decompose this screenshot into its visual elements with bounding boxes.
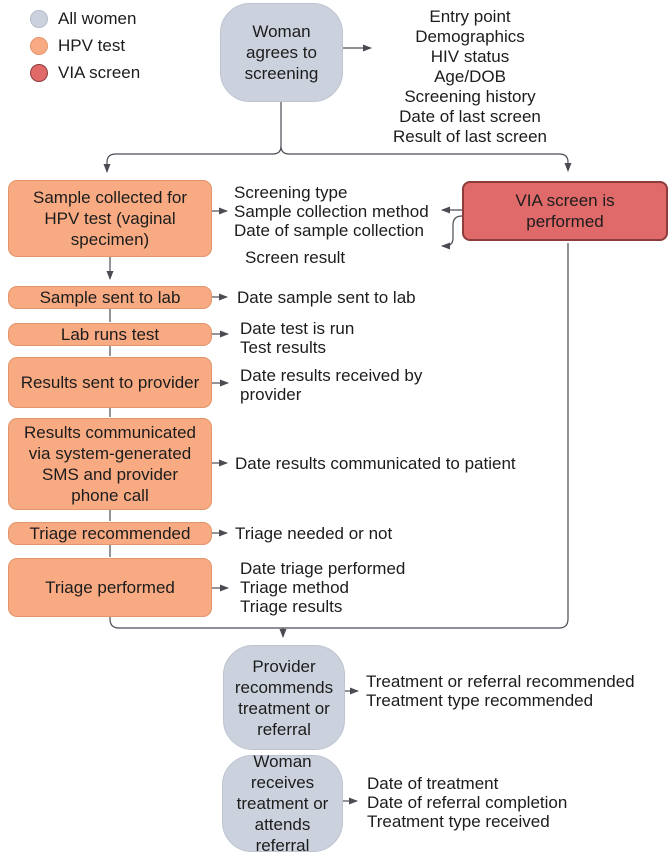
- node-results-communicated: Results communicated via system-generate…: [8, 418, 212, 510]
- connector-branch-right: [280, 145, 572, 172]
- node-woman-receives-treatment: Woman receives treatment or attends refe…: [222, 752, 343, 853]
- fields-results-communicated: Date results communicated to patient: [235, 454, 516, 473]
- legend-hpv-test-swatch: [30, 37, 48, 55]
- legend-all-women-label: All women: [58, 9, 137, 28]
- fields-triage-performed: Date triage performed Triage method Tria…: [240, 559, 406, 616]
- legend-via-screen-swatch: [30, 64, 48, 82]
- legend-via-screen-label: VIA screen: [58, 63, 141, 82]
- fields-screen-result: Screen result: [245, 248, 346, 267]
- node-results-sent-to-provider: Results sent to provider: [8, 357, 212, 408]
- node-lab-runs-test: Lab runs test: [8, 323, 212, 346]
- fields-sample-sent: Date sample sent to lab: [237, 288, 416, 307]
- fields-lab-runs-test: Date test is run Test results: [240, 319, 355, 357]
- node-woman-agrees-to-screening: Woman agrees to screening: [220, 3, 343, 102]
- fields-sample-collected: Screening type Sample collection method …: [234, 183, 429, 240]
- node-provider-recommends: Provider recommends treatment or referra…: [223, 645, 345, 750]
- node-sample-sent-to-lab: Sample sent to lab: [8, 286, 212, 309]
- legend-all-women-swatch: [30, 10, 48, 28]
- node-sample-collected: Sample collected for HPV test (vaginal s…: [8, 180, 212, 257]
- legend-hpv-test-label: HPV test: [58, 36, 126, 55]
- fields-results-received: Date results received by provider: [240, 366, 423, 404]
- fields-provider-recommends: Treatment or referral recommended Treatm…: [366, 672, 635, 710]
- fields-entry-point: Entry point Demographics HIV status Age/…: [392, 7, 547, 146]
- node-triage-performed: Triage performed: [8, 558, 212, 617]
- node-via-screen-performed: VIA screen is performed: [462, 181, 668, 241]
- connector-branch-left: [103, 145, 282, 173]
- fields-woman-receives-treatment: Date of treatment Date of referral compl…: [367, 774, 568, 831]
- fields-triage-recommended: Triage needed or not: [235, 524, 393, 543]
- node-triage-recommended: Triage recommended: [8, 522, 212, 545]
